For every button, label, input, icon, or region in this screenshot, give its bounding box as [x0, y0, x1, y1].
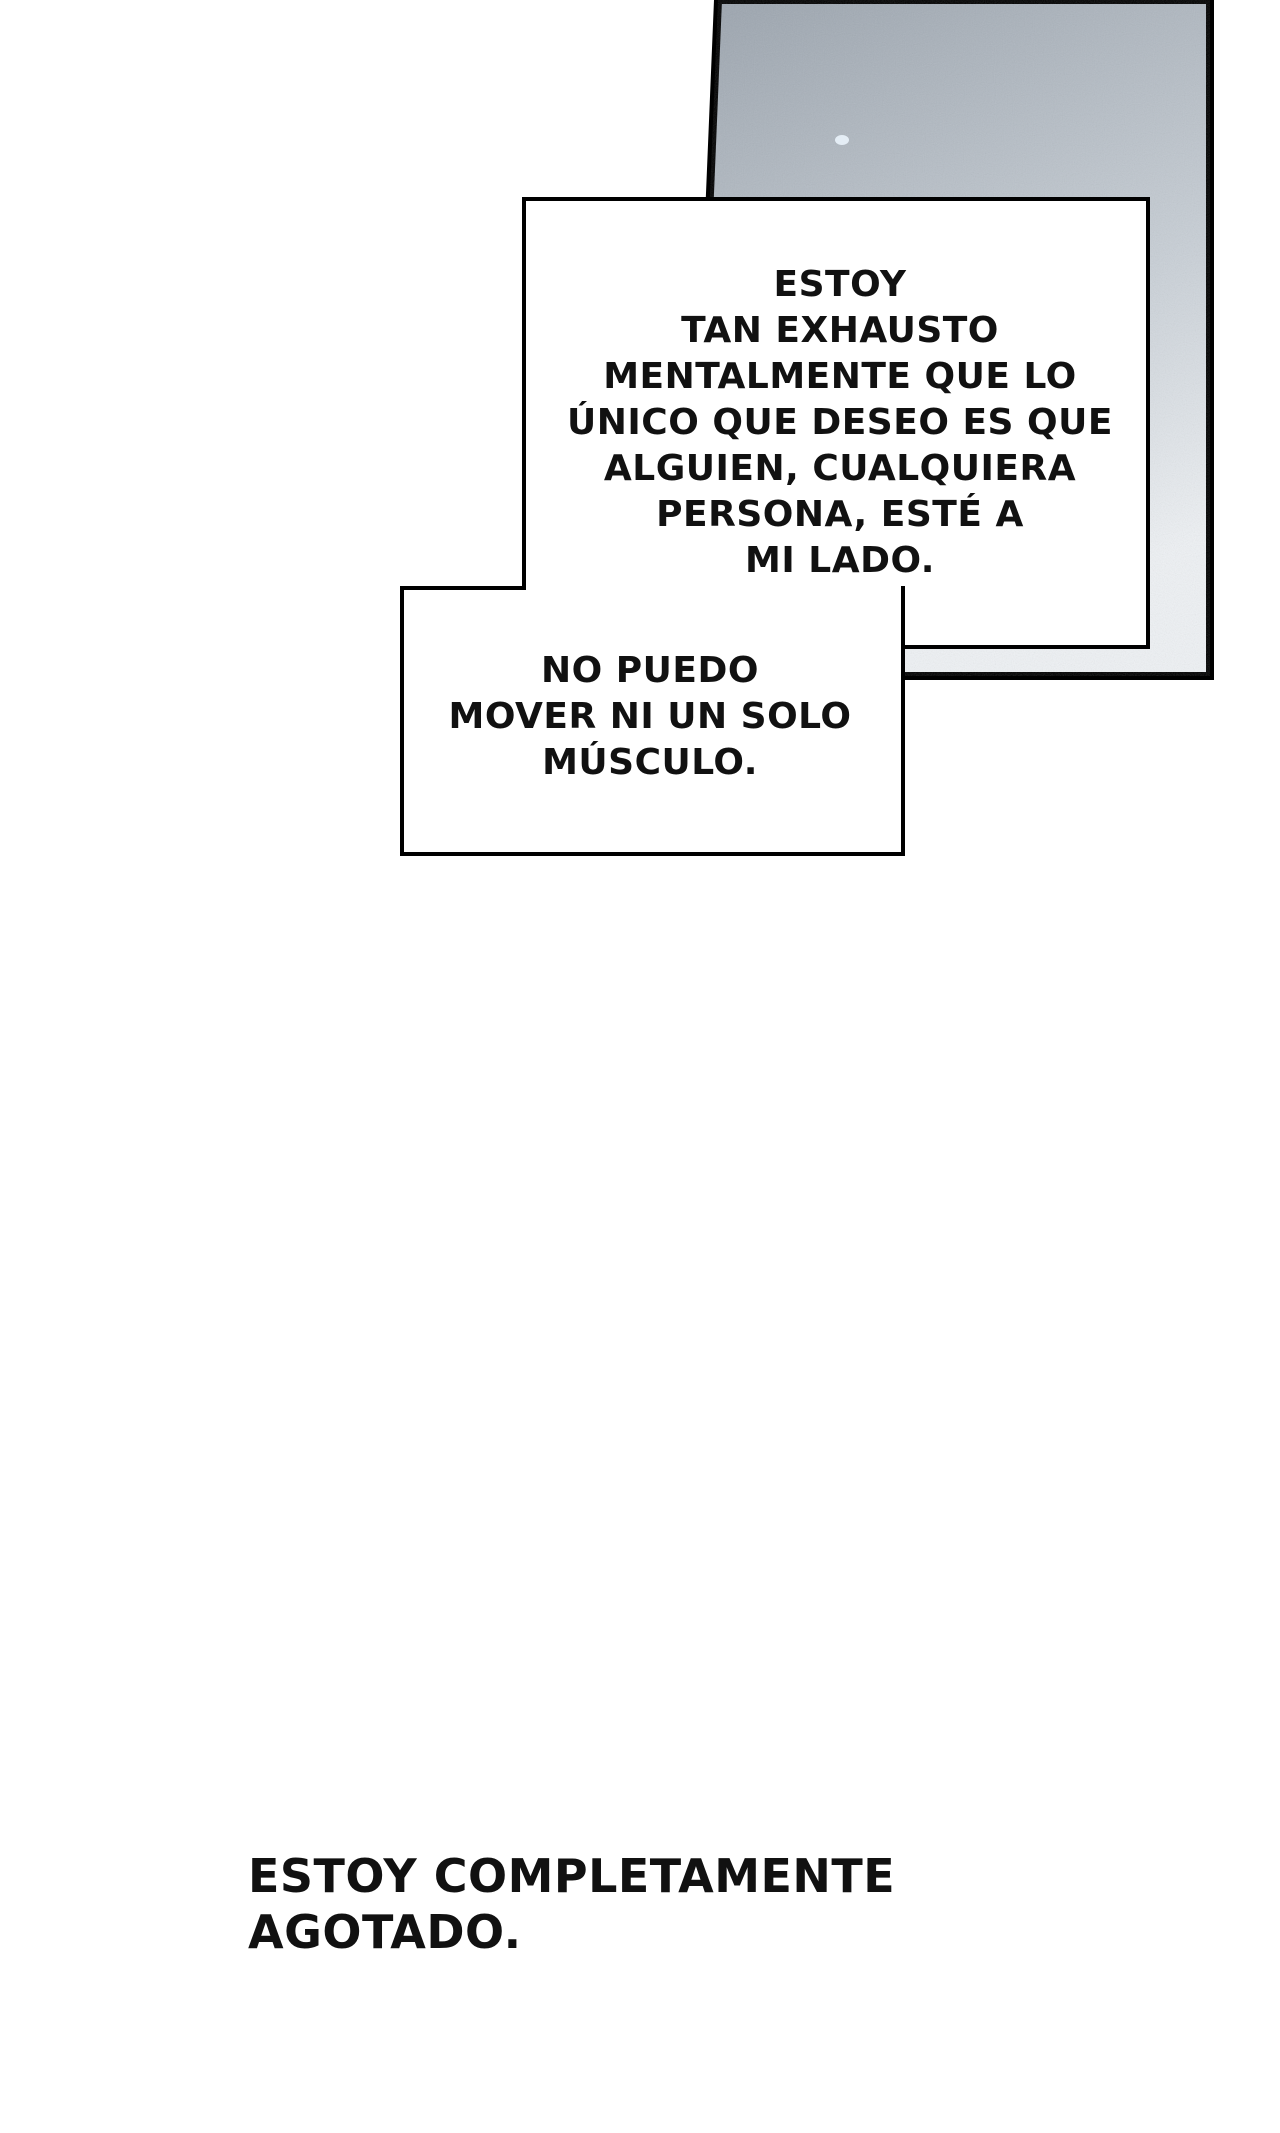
frame-merge: [526, 586, 901, 594]
bottom-caption: ESTOY COMPLETAMENTE AGOTADO.: [248, 1849, 896, 1959]
narration-box-secondary: [400, 586, 905, 856]
sparkle-icon: [835, 135, 849, 145]
narration-text-secondary: NO PUEDO MOVER NI UN SOLO MÚSCULO.: [448, 650, 852, 783]
narration-text-main: ESTOY TAN EXHAUSTO MENTALMENTE QUE LO ÚN…: [567, 264, 1113, 581]
narration-box-main: [522, 197, 1150, 649]
frame-merge-side: [893, 601, 901, 649]
